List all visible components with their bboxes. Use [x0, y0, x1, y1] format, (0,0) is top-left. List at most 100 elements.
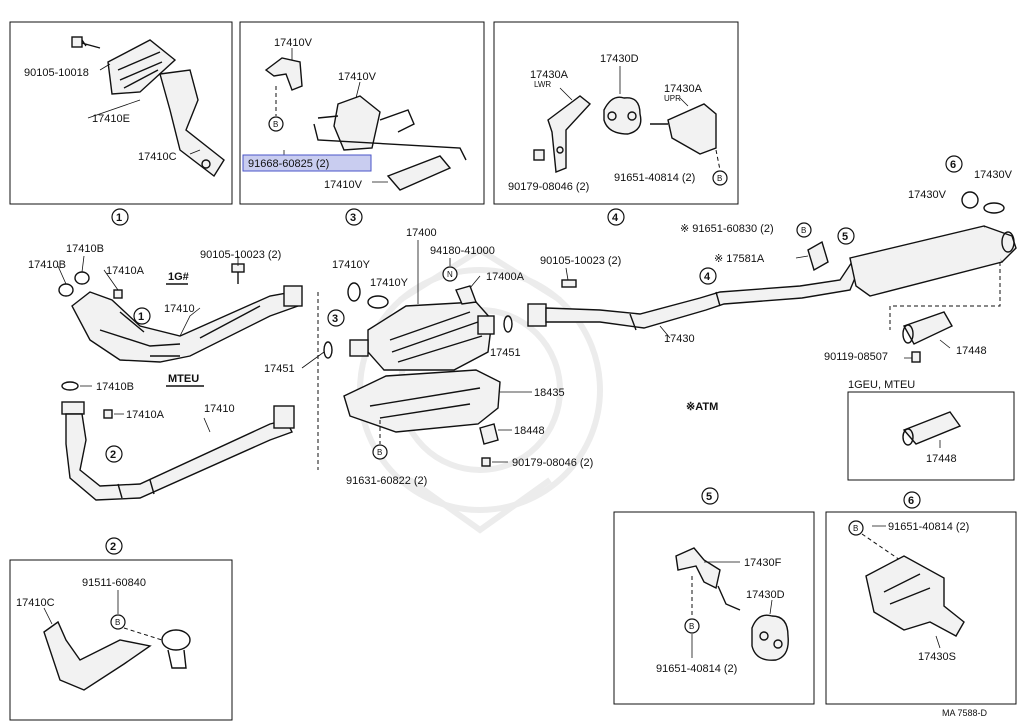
svg-text:1: 1: [138, 311, 144, 323]
bolt-b-91631: B: [372, 444, 388, 460]
heat-insulator-17410E: [107, 39, 177, 95]
callout-3: 3: [345, 208, 363, 226]
label-18448: 18448: [514, 425, 545, 437]
highlight-box: [242, 154, 372, 172]
label-17410Y-a: 17410Y: [332, 259, 371, 271]
svg-text:6: 6: [950, 159, 956, 171]
callout-2-main: 2: [105, 445, 123, 463]
label-mteu: MTEU: [168, 373, 199, 385]
label-17410B-a: 17410B: [66, 243, 104, 255]
label-90105-10018: 90105-10018: [24, 67, 89, 79]
tail-end-17448: [902, 311, 953, 345]
label-17410A-a: 17410A: [106, 265, 145, 277]
callout-5-main: 5: [837, 227, 855, 245]
inset-box-1geu-mteu: 1GEU, MTEU 17448: [847, 379, 1015, 481]
label-17410Y-b: 17410Y: [370, 277, 409, 289]
clamp-91511: [161, 629, 191, 669]
svg-text:4: 4: [704, 271, 711, 283]
label-17410V-a: 17410V: [274, 37, 313, 49]
label-17430V-b: 17430V: [908, 189, 947, 201]
svg-text:6: 6: [908, 495, 914, 507]
muffler-tail-pipe: [849, 225, 1017, 297]
label-17410C-inset2: 17410C: [16, 597, 55, 609]
label-90105-10023-a: 90105-10023 (2): [200, 249, 281, 261]
label-90105-10023-b: 90105-10023 (2): [540, 255, 621, 267]
svg-text:2: 2: [110, 541, 116, 553]
svg-text:B: B: [853, 524, 858, 533]
center-pipe-17430: [527, 261, 861, 331]
ring-17430V: [961, 191, 979, 209]
bracket-17410V-upper: [264, 57, 303, 91]
ring-17430V-b: [983, 202, 1005, 214]
mount-17581A: [807, 240, 829, 272]
label-17451-a: 17451: [264, 363, 295, 375]
inset-box-1: 90105-10018 17410E 17410C: [9, 21, 233, 205]
label-17430D: 17430D: [600, 53, 639, 65]
inset-1geu-title: 1GEU, MTEU: [848, 379, 915, 391]
label-17430A-lwr: 17430A: [530, 69, 569, 81]
inset-box-2: B 91511-60840 17410C: [9, 559, 233, 721]
svg-text:4: 4: [612, 212, 619, 224]
inset-box-4: B 17430A LWR 17430D 17430A UPR 90179-080…: [493, 21, 739, 205]
front-pipe-17410-mteu: [61, 401, 295, 501]
bolt-b-inset6: B: [848, 520, 864, 536]
nut-17410A-mteu: [103, 409, 113, 419]
bracket-17400A: [455, 285, 477, 305]
gasket-17410Y-a: [347, 282, 361, 302]
catalytic-converter-17400: [349, 301, 495, 371]
label-91651-60830: ※ 91651-60830 (2): [680, 223, 774, 235]
bolt-90105-10023-a: [231, 263, 245, 284]
label-17410A-b: 17410A: [126, 409, 165, 421]
inset-box-5: B 17430F 17430D 91651-40814 (2): [613, 511, 815, 705]
diagram-code: MA 7588-D: [942, 708, 988, 718]
label-17448: 17448: [956, 345, 987, 357]
nut-90179-inset4: [533, 149, 545, 161]
callout-2: 2: [105, 537, 123, 555]
label-91651-40814-inset5: 91651-40814 (2): [656, 663, 737, 675]
label-17410C: 17410C: [138, 151, 177, 163]
label-17410-b: 17410: [204, 403, 235, 415]
label-18435: 18435: [534, 387, 565, 399]
hanger-17430A-lwr: [547, 95, 592, 173]
svg-text:B: B: [273, 120, 278, 129]
callout-6: 6: [903, 491, 921, 509]
bolt-b-inset4: B: [712, 170, 728, 186]
gasket-17410Y-b: [367, 295, 389, 309]
nut-17410A: [113, 289, 123, 299]
label-17451-b: 17451: [490, 347, 521, 359]
label-1g: 1G#: [168, 271, 189, 283]
label-atm: ※ATM: [686, 401, 718, 413]
label-17430D-inset5: 17430D: [746, 589, 785, 601]
bolt-90105-10023-b: [561, 279, 577, 288]
label-17410B-b: 17410B: [28, 259, 66, 271]
label-17410B-c: 17410B: [96, 381, 134, 393]
label-90179-08046: 90179-08046 (2): [508, 181, 589, 193]
svg-text:3: 3: [332, 313, 338, 325]
svg-text:2: 2: [110, 449, 116, 461]
callout-1: 1: [111, 208, 129, 226]
nut-94180: N: [442, 266, 458, 282]
bracket-17430S: [865, 555, 965, 637]
label-94180-41000: 94180-41000: [430, 245, 495, 257]
inset-box-3: B 17410V 17410V 91668-60825 (2) 17410V: [239, 21, 485, 205]
svg-text:B: B: [801, 226, 806, 235]
bolt-b-91651-60830: B: [796, 222, 812, 238]
label-17430A-upr: 17430A: [664, 83, 703, 95]
label-90179-08046-main: 90179-08046 (2): [512, 457, 593, 469]
hanger-17410V: [313, 95, 467, 161]
label-17581A: ※ 17581A: [714, 253, 765, 265]
label-91668-60825-highlighted[interactable]: 91668-60825 (2): [248, 158, 329, 170]
callout-3-main: 3: [327, 309, 345, 327]
svg-text:B: B: [717, 174, 722, 183]
nut-90179-main: [481, 457, 491, 467]
svg-text:N: N: [447, 270, 453, 279]
label-17400: 17400: [406, 227, 437, 239]
mount-17430D: [603, 96, 642, 135]
bracket-17410V-lower: [386, 155, 452, 191]
bracket-17410C: [159, 69, 225, 178]
bolt-90105-10018: [71, 36, 101, 49]
inset-box-6: B 91651-40814 (2) 17430S: [825, 511, 1017, 705]
label-lwr: LWR: [534, 80, 551, 89]
callout-6-main: 6: [945, 155, 963, 173]
bolt-b-inset2: B: [110, 614, 126, 630]
